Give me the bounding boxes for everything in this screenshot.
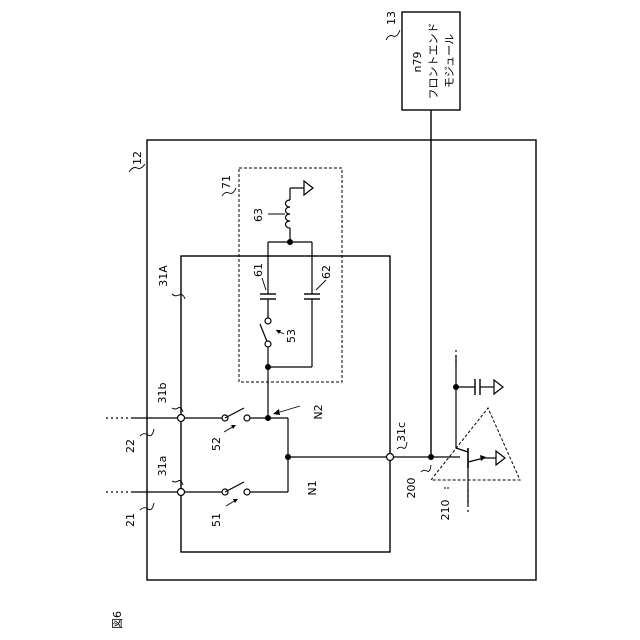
amplifier-210-outline xyxy=(431,408,520,480)
line-200-leader xyxy=(421,465,431,472)
inductor-label: 63 xyxy=(252,208,265,222)
emitter-ground-icon xyxy=(496,451,505,465)
cap-62-leader xyxy=(316,280,326,290)
front-end-label: 13 xyxy=(385,11,398,25)
front-end-leader xyxy=(386,30,400,40)
module-label: 12 xyxy=(131,151,144,165)
terminal-31c-leader xyxy=(397,442,407,449)
terminal-31b-label: 31b xyxy=(156,382,169,403)
switch-51-contact-right xyxy=(244,489,250,495)
switch-53-contact-bottom xyxy=(265,341,271,347)
terminal-31b xyxy=(178,415,185,422)
switch-53-label: 53 xyxy=(285,329,298,343)
node-n1-label: N1 xyxy=(306,480,319,495)
switch-52-label: 52 xyxy=(210,437,223,451)
block-31A-label: 31A xyxy=(157,265,170,287)
block-31A-leader xyxy=(172,294,185,299)
front-end-name-line2: モジュール xyxy=(443,34,456,88)
amplifier-210-label: 210 xyxy=(439,500,452,521)
line-21-label: 21 xyxy=(124,513,137,527)
line-22-label: 22 xyxy=(124,439,137,453)
switch-51-label: 51 xyxy=(210,513,223,527)
transistor-collector xyxy=(456,448,468,452)
front-end-band: n79 xyxy=(411,52,424,73)
terminal-31c xyxy=(387,454,394,461)
figure-label: 図6 xyxy=(111,611,124,629)
switch-53-contact-top xyxy=(265,318,271,324)
node-n2-label: N2 xyxy=(312,404,325,419)
terminal-31a-label: 31a xyxy=(156,456,169,477)
node-200 xyxy=(428,454,434,460)
box-71-label: 71 xyxy=(220,175,233,189)
node-n2 xyxy=(265,415,271,421)
cap-61-leader xyxy=(262,278,266,290)
supply-ground-icon xyxy=(494,380,503,394)
capacitor-61-label: 61 xyxy=(252,263,265,277)
switch-52-contact-right xyxy=(244,415,250,421)
front-end-name-line1: フロントエンド xyxy=(427,23,440,100)
switch-52-blade xyxy=(225,408,244,418)
line-200-label: 200 xyxy=(405,478,418,499)
node-n2-leader xyxy=(280,406,300,412)
inductor-63 xyxy=(286,200,291,228)
ground-icon xyxy=(304,181,313,195)
terminal-31c-label: 31c xyxy=(395,422,408,442)
capacitor-62-label: 62 xyxy=(320,265,333,279)
terminal-31a xyxy=(178,489,185,496)
switch-51-blade xyxy=(225,482,244,492)
switch-block-31A xyxy=(181,256,390,552)
node-n2-arrow xyxy=(273,409,280,415)
